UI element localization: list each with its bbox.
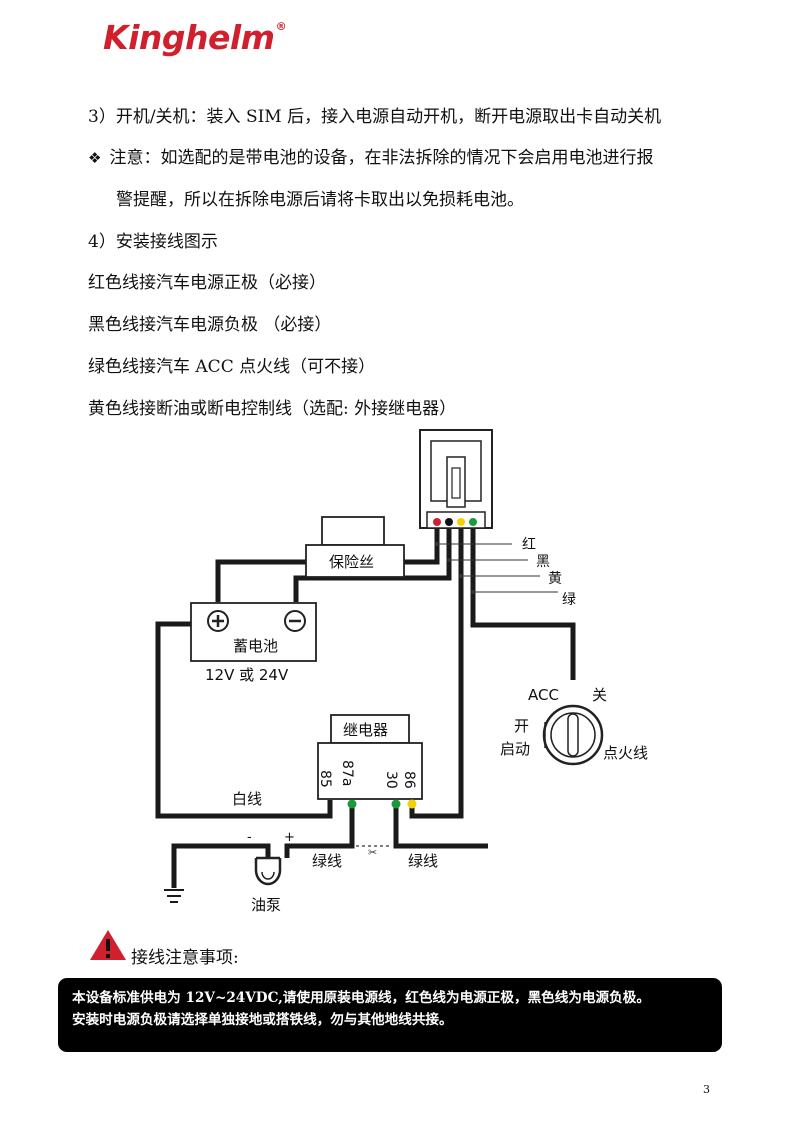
wire-red-text: 红色线接汽车电源正极（必接） (88, 273, 326, 293)
pin-87a: 87a (339, 760, 355, 786)
fuel-pump: - + 油泵 (247, 830, 295, 914)
wire-green-text: 绿色线接汽车 ACC 点火线（可不接） (88, 357, 376, 377)
battery: 蓄电池 12V 或 24V (190, 602, 317, 684)
pump-plus: + (284, 830, 295, 845)
note-line-1: 注意：如选配的是带电池的设备，在非法拆除的情况下会启用电池进行报 (109, 148, 654, 168)
fuse-label: 保险丝 (329, 553, 374, 571)
pin-86: 86 (401, 771, 417, 789)
wire-yellow-text: 黄色线接断油或断电控制线（选配: 外接继电器） (88, 399, 457, 419)
off-label: 关 (592, 686, 607, 704)
step3-text: 3）开机/关机：装入 SIM 后，接入电源自动开机，断开电源取出卡自动关机 (88, 107, 662, 127)
pump-minus: - (247, 830, 252, 845)
green-wire-right-label: 绿线 (408, 852, 438, 870)
relay: 继电器 85 87a 30 86 (317, 714, 423, 809)
ignition-label: 点火线 (603, 744, 648, 762)
start-label: 启动 (500, 740, 530, 758)
fuse: 保险丝 (305, 516, 405, 578)
brand-logo: Kinghelm® (103, 18, 287, 57)
label-yellow: 黄 (548, 570, 562, 587)
warning-title: 接线注意事项: (131, 948, 239, 968)
step4-heading: 4）安装接线图示 (88, 232, 218, 252)
ground-symbol (164, 889, 184, 903)
notice-line-1: 本设备标准供电为 12V~24VDC,请使用原装电源线，红色线为电源正极，黑色线… (72, 990, 650, 1006)
pin-30: 30 (383, 771, 399, 789)
label-red: 红 (522, 537, 536, 553)
wiring-diagram: ✂ 红 黑 黄 绿 保险丝 蓄电池 12V (155, 429, 648, 914)
battery-voltage: 12V 或 24V (205, 666, 289, 684)
connector-plug (419, 429, 493, 529)
label-black: 黑 (536, 554, 550, 570)
acc-label: ACC (528, 686, 559, 704)
wire-black-text: 黑色线接汽车电源负极 （必接） (88, 315, 332, 335)
warning-triangle-icon (90, 930, 126, 960)
notice-line-2: 安装时电源负极请选择单独接地或搭铁线，勿与其他地线共接。 (72, 1012, 453, 1028)
white-wire-label: 白线 (232, 790, 262, 808)
diamond-bullet-icon: ❖ (88, 149, 102, 167)
green-wire-left-label: 绿线 (312, 852, 342, 870)
pump-label: 油泵 (251, 896, 281, 914)
note-line-2: 警提醒，所以在拆除电源后请将卡取出以免损耗电池。 (116, 190, 524, 210)
pin-85: 85 (317, 770, 333, 788)
on-label: 开 (514, 717, 529, 735)
notice-box: 本设备标准供电为 12V~24VDC,请使用原装电源线，红色线为电源正极，黑色线… (58, 978, 722, 1052)
label-green: 绿 (562, 592, 576, 608)
note-paragraph: ❖ 注意：如选配的是带电池的设备，在非法拆除的情况下会启用电池进行报 (88, 148, 653, 168)
scissors-icon: ✂ (368, 846, 377, 859)
page-number: 3 (703, 1083, 710, 1096)
relay-label: 继电器 (343, 721, 388, 739)
battery-label: 蓄电池 (233, 637, 278, 655)
ignition-switch: ACC 关 开 启动 点火线 (500, 686, 648, 766)
